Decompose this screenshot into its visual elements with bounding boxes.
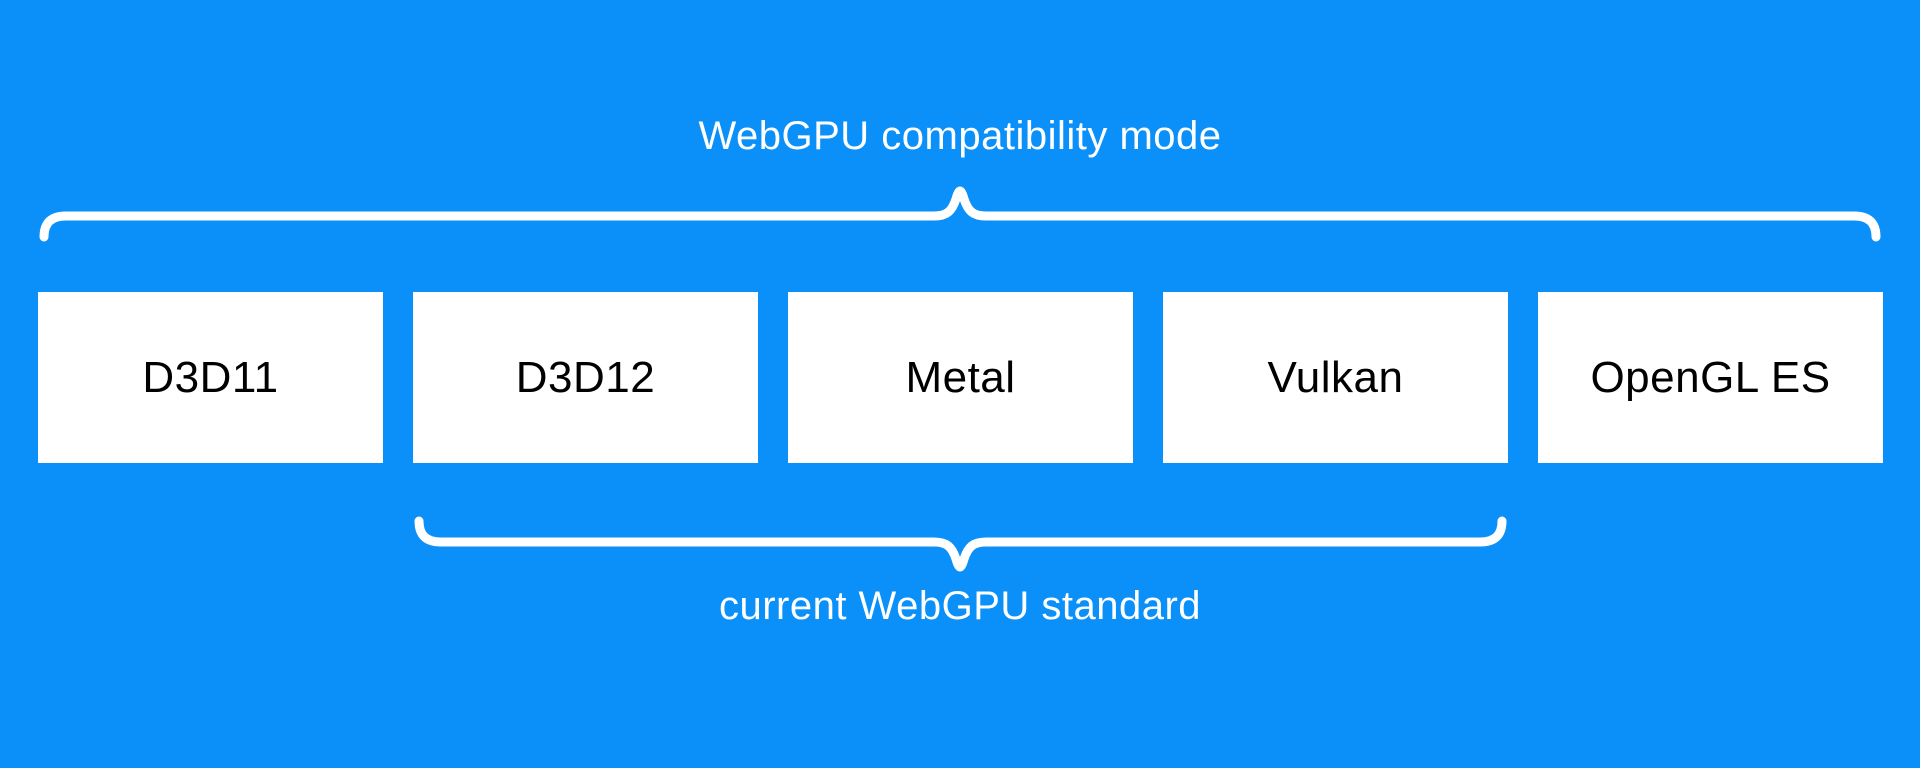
box-vulkan-label: Vulkan	[1267, 352, 1404, 402]
box-d3d12-label: D3D12	[515, 352, 656, 402]
bottom-brace-icon	[414, 516, 1507, 572]
box-vulkan: Vulkan	[1163, 292, 1508, 463]
box-metal: Metal	[788, 292, 1133, 463]
box-d3d11: D3D11	[38, 292, 383, 463]
box-d3d12: D3D12	[413, 292, 758, 463]
box-opengl-es: OpenGL ES	[1538, 292, 1883, 463]
box-metal-label: Metal	[905, 352, 1016, 402]
bottom-brace-label: current WebGPU standard	[718, 584, 1202, 628]
platform-boxes-row: D3D11 D3D12 Metal Vulkan OpenGL ES	[38, 292, 1883, 463]
box-d3d11-label: D3D11	[142, 352, 279, 402]
top-brace-label: WebGPU compatibility mode	[698, 114, 1222, 158]
top-brace-icon	[39, 186, 1881, 242]
box-opengl-es-label: OpenGL ES	[1590, 352, 1831, 402]
